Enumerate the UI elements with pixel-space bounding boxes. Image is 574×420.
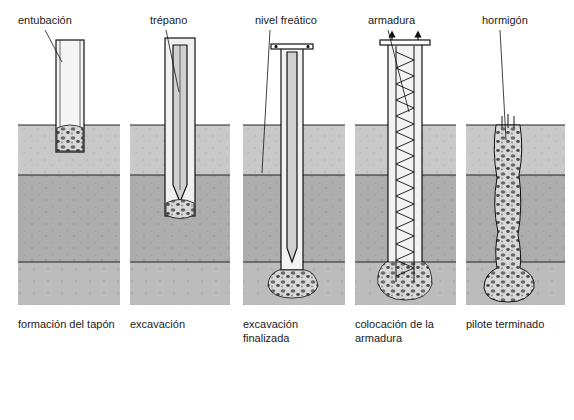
- part-label: armadura: [368, 14, 448, 28]
- step-caption: formación del tapón: [18, 318, 118, 332]
- part-label: trépano: [150, 14, 220, 28]
- step-caption: excavación finalizada: [243, 318, 343, 346]
- part-label: hormigón: [482, 14, 562, 28]
- part-label: nivel freático: [255, 14, 350, 28]
- part-label: entubación: [18, 14, 108, 28]
- step-caption: excavación: [130, 318, 230, 332]
- step-caption: colocación de la armadura: [355, 318, 455, 346]
- step-caption: pilote terminado: [466, 318, 566, 332]
